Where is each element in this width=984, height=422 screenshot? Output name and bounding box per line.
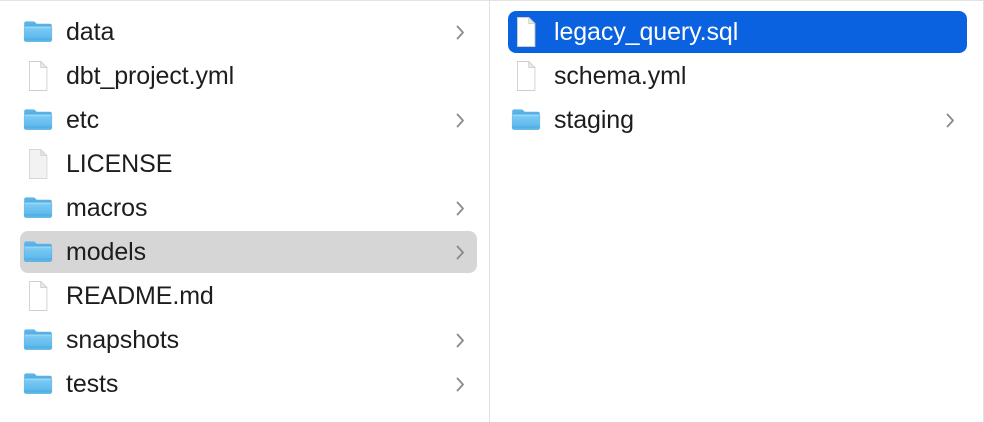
document-icon xyxy=(23,59,53,93)
file-name-label: data xyxy=(66,18,115,46)
document-icon xyxy=(23,279,53,313)
folder-icon xyxy=(23,367,53,401)
chevron-right-icon[interactable] xyxy=(453,241,467,263)
file-name-label: tests xyxy=(66,370,119,398)
document-plain-icon xyxy=(23,147,53,181)
folder-icon xyxy=(23,191,53,225)
chevron-right-icon[interactable] xyxy=(453,373,467,395)
file-row[interactable]: dbt_project.yml xyxy=(20,55,477,97)
chevron-right-icon[interactable] xyxy=(453,109,467,131)
file-row[interactable]: README.md xyxy=(20,275,477,317)
file-name-label: etc xyxy=(66,106,100,134)
document-icon xyxy=(511,59,541,93)
file-name-label: macros xyxy=(66,194,148,222)
file-row[interactable]: LICENSE xyxy=(20,143,477,185)
file-row[interactable]: schema.yml xyxy=(508,55,967,97)
chevron-right-icon[interactable] xyxy=(453,21,467,43)
file-row[interactable]: tests xyxy=(20,363,477,405)
chevron-right-icon[interactable] xyxy=(453,329,467,351)
file-name-label: dbt_project.yml xyxy=(66,62,235,90)
file-name-label: snapshots xyxy=(66,326,180,354)
file-name-label: models xyxy=(66,238,146,266)
file-row[interactable]: models xyxy=(20,231,477,273)
chevron-right-icon[interactable] xyxy=(453,197,467,219)
file-row[interactable]: data xyxy=(20,11,477,53)
folder-icon xyxy=(23,103,53,137)
column-models[interactable]: legacy_query.sql schema.yml staging xyxy=(490,1,984,422)
file-row[interactable]: etc xyxy=(20,99,477,141)
folder-icon xyxy=(23,323,53,357)
file-name-label: README.md xyxy=(66,282,214,310)
file-row[interactable]: staging xyxy=(508,99,967,141)
file-row[interactable]: snapshots xyxy=(20,319,477,361)
chevron-right-icon[interactable] xyxy=(943,109,957,131)
file-row[interactable]: macros xyxy=(20,187,477,229)
folder-icon xyxy=(511,103,541,137)
document-icon xyxy=(511,15,541,49)
file-name-label: legacy_query.sql xyxy=(554,18,739,46)
file-name-label: staging xyxy=(554,106,634,134)
folder-icon xyxy=(23,15,53,49)
file-row[interactable]: legacy_query.sql xyxy=(508,11,967,53)
folder-icon xyxy=(23,235,53,269)
file-name-label: LICENSE xyxy=(66,150,173,178)
file-name-label: schema.yml xyxy=(554,62,687,90)
